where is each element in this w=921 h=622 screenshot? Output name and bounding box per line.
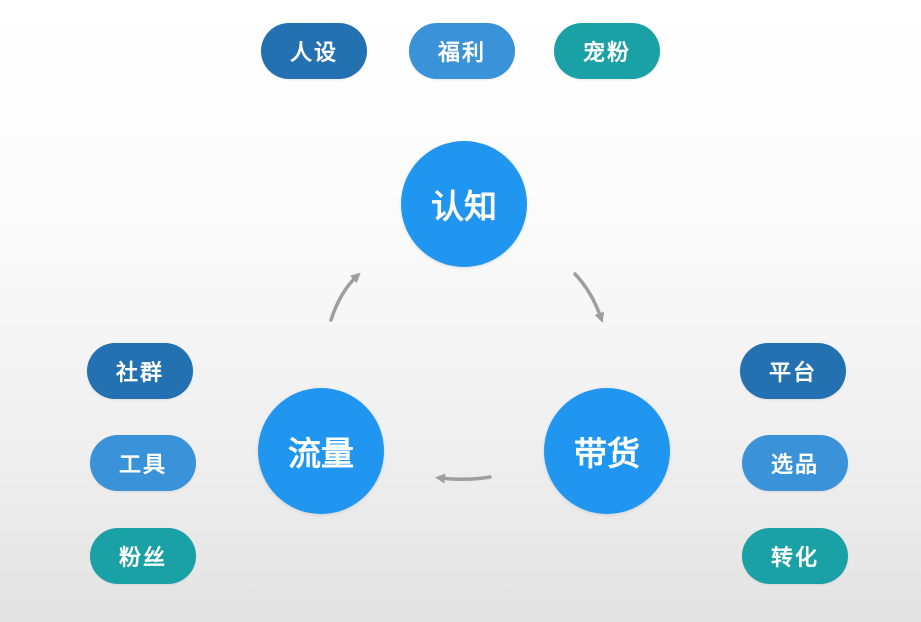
- tag-pill-pingtai: 平台: [740, 343, 846, 399]
- tag-pill-renshe: 人设: [261, 23, 367, 79]
- tag-pill-zhuanhua: 转化: [742, 528, 848, 584]
- tag-pill-shequn: 社群: [87, 343, 193, 399]
- node-daihuo: 带货: [544, 388, 670, 514]
- node-liuliang: 流量: [258, 388, 384, 514]
- tag-pill-gongju: 工具: [90, 435, 196, 491]
- node-renzhi: 认知: [401, 141, 527, 267]
- tag-pill-fensi: 粉丝: [90, 528, 196, 584]
- tag-pill-xuanpin: 选品: [742, 435, 848, 491]
- tag-pill-fuli: 福利: [409, 23, 515, 79]
- tag-pill-chongfen: 宠粉: [554, 23, 660, 79]
